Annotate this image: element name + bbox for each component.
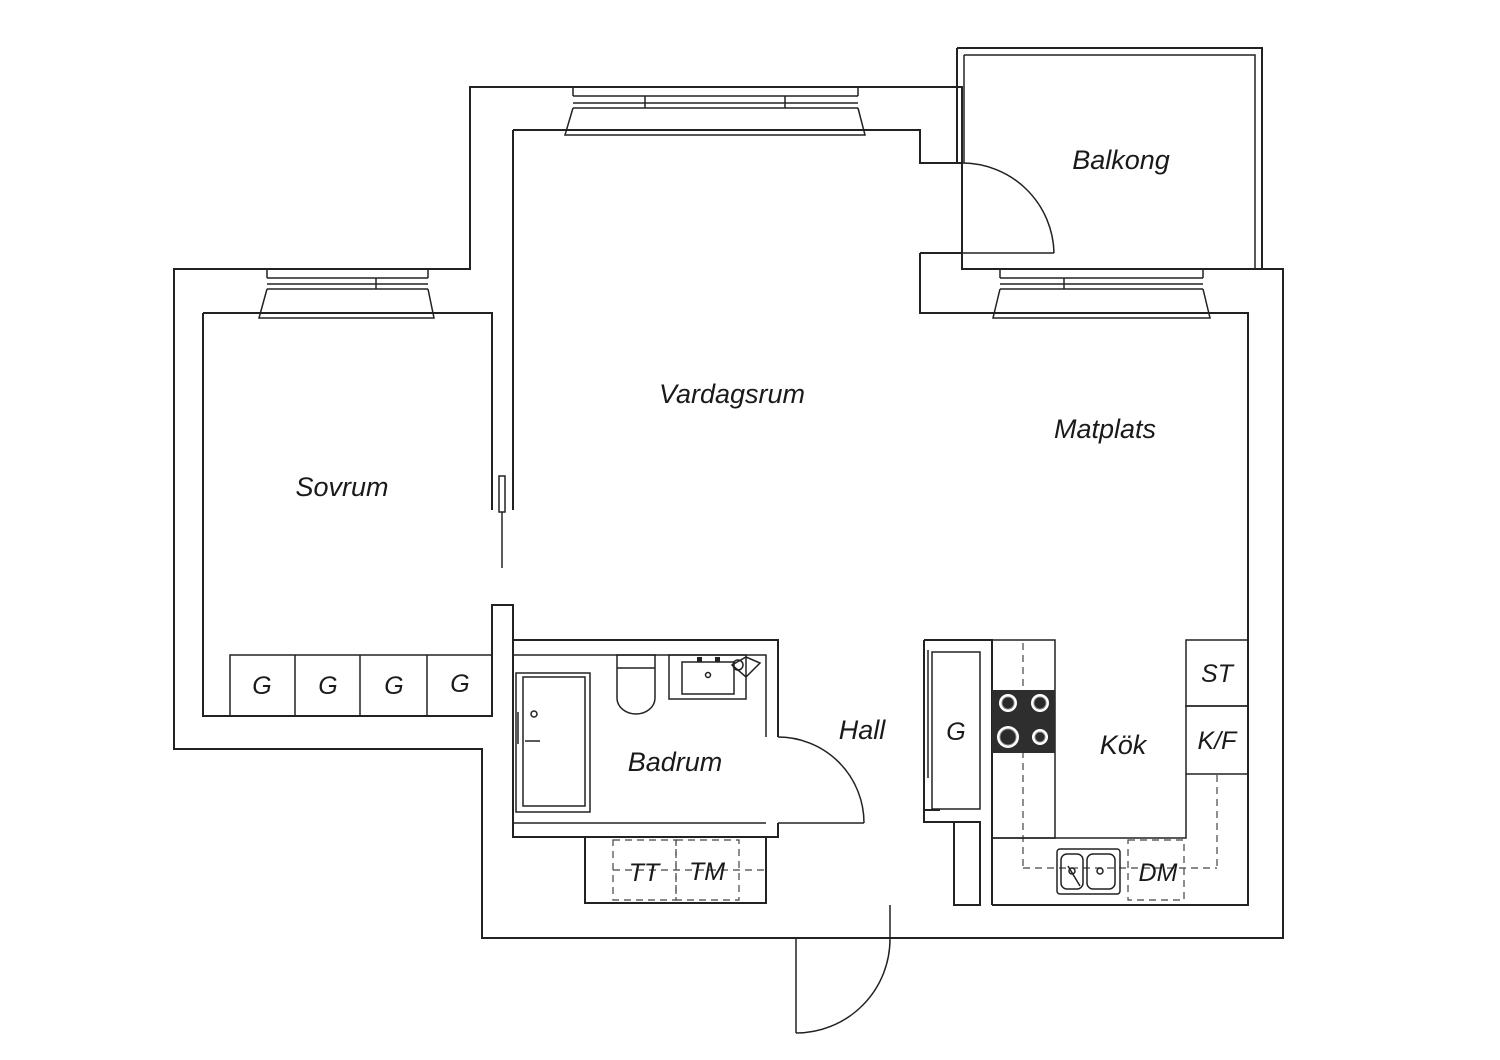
bathroom-door [777,736,865,824]
entrance-door [795,905,891,1034]
stove-label: ST [1201,660,1235,688]
hall-closet [923,639,993,906]
window-vardagsrum [563,87,866,136]
wardrobe-label: G [450,670,469,698]
sliding-door-sovrum [498,475,506,568]
kitchen [992,639,1249,901]
balcony [956,47,1263,269]
room-label-sovrum: Sovrum [295,472,388,502]
outer-walls [173,86,1284,939]
bathroom [512,639,779,904]
room-label-matplats: Matplats [1054,414,1156,444]
washer-label: TM [689,858,725,886]
fridge-freezer-label: K/F [1198,727,1239,755]
window-sovrum [258,269,435,319]
room-label-vardagsrum: Vardagsrum [659,379,805,409]
kitchen-sink-icon [1056,848,1121,895]
room-label-kok: Kök [1100,730,1148,760]
dryer-label: TT [629,859,661,887]
balcony-door [961,162,1055,254]
room-label-badrum: Badrum [628,747,723,777]
wardrobe-label: G [384,672,403,700]
room-label-balkong: Balkong [1072,145,1170,175]
wardrobe-label: G [252,672,271,700]
hall-wardrobe-label: G [946,718,965,746]
window-matplats [992,269,1211,319]
dishwasher-label: DM [1139,859,1178,887]
wardrobe-label: G [318,672,337,700]
room-label-hall: Hall [839,715,887,745]
wardrobe-sovrum [229,654,493,717]
stove-icon [992,690,1055,753]
